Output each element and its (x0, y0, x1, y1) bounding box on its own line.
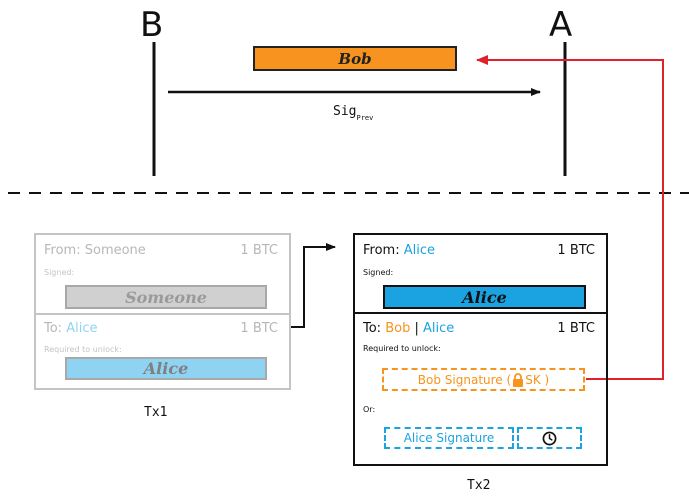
tx1-from-label: From: (44, 243, 81, 258)
party-a-label: A (549, 5, 573, 45)
tx2-or-label: Or: (363, 405, 376, 414)
tx1-to-tx2-connector (290, 243, 336, 328)
tx1-to-row: To: Alice (44, 322, 97, 335)
tx2-signed-label: Signed: (363, 268, 394, 277)
message-label-main: Sig (333, 104, 357, 119)
tx1-caption: Tx1 (144, 405, 168, 420)
bob-condition-box: Bob Signature ( SK ) (382, 368, 585, 391)
bob-signature-box: Bob (253, 46, 457, 71)
bob-signature-text: Bob (338, 49, 372, 68)
tx1-to-label: To: (44, 321, 63, 336)
timelock-condition-box (517, 427, 582, 449)
tx2-signed-signature-text: Alice (462, 287, 507, 307)
tx2-caption: Tx2 (467, 478, 491, 493)
tx2-unlock-label: Required to unlock: (363, 344, 441, 353)
tx2-from-amount: 1 BTC (557, 243, 595, 258)
tx1-unlock-signature-text: Alice (143, 359, 189, 378)
message-label: SigPrev (333, 102, 374, 122)
tx2-signed-signature-box: Alice (383, 285, 586, 309)
tx1-signed-signature-box: Someone (65, 285, 267, 309)
tx2-card: From: Alice 1 BTC Signed: Alice To: Bob … (353, 233, 608, 466)
tx2-section-divider (355, 312, 606, 314)
tx1-unlock-signature-box: Alice (65, 357, 267, 380)
tx1-to-amount: 1 BTC (240, 321, 278, 336)
tx1-signed-signature-text: Someone (125, 287, 207, 307)
alice-condition-text: Alice Signature (403, 431, 495, 445)
tx1-from-amount: 1 BTC (240, 243, 278, 258)
tx2-to-label: To: (363, 321, 382, 336)
tx2-from-label: From: (363, 243, 400, 258)
tx2-to-name-bob: Bob (385, 321, 411, 336)
tx1-from-row: From: Someone (44, 244, 146, 257)
tx2-to-separator: | (414, 321, 419, 336)
alice-condition-box: Alice Signature (384, 427, 514, 449)
tx2-from-name: Alice (403, 243, 435, 258)
tx1-section-divider (36, 313, 289, 315)
message-label-subscript: Prev (356, 114, 374, 122)
tx1-unlock-label: Required to unlock: (44, 345, 122, 354)
tx2-to-name-alice: Alice (423, 321, 455, 336)
tx1-to-name: Alice (66, 321, 98, 336)
red-reference-arrow (476, 55, 664, 380)
bob-condition-suffix: SK ) (525, 372, 550, 387)
tx2-to-amount: 1 BTC (557, 321, 595, 336)
lock-icon (513, 372, 524, 387)
tx1-signed-label: Signed: (44, 268, 75, 277)
tx2-from-row: From: Alice (363, 244, 435, 257)
party-b-label: B (140, 5, 164, 45)
clock-icon (542, 431, 557, 445)
tx1-card: From: Someone 1 BTC Signed: Someone To: … (34, 233, 291, 390)
tx2-to-row: To: Bob | Alice (363, 322, 454, 335)
tx1-from-name: Someone (84, 243, 146, 258)
bob-condition-prefix: Bob Signature ( (417, 372, 512, 387)
